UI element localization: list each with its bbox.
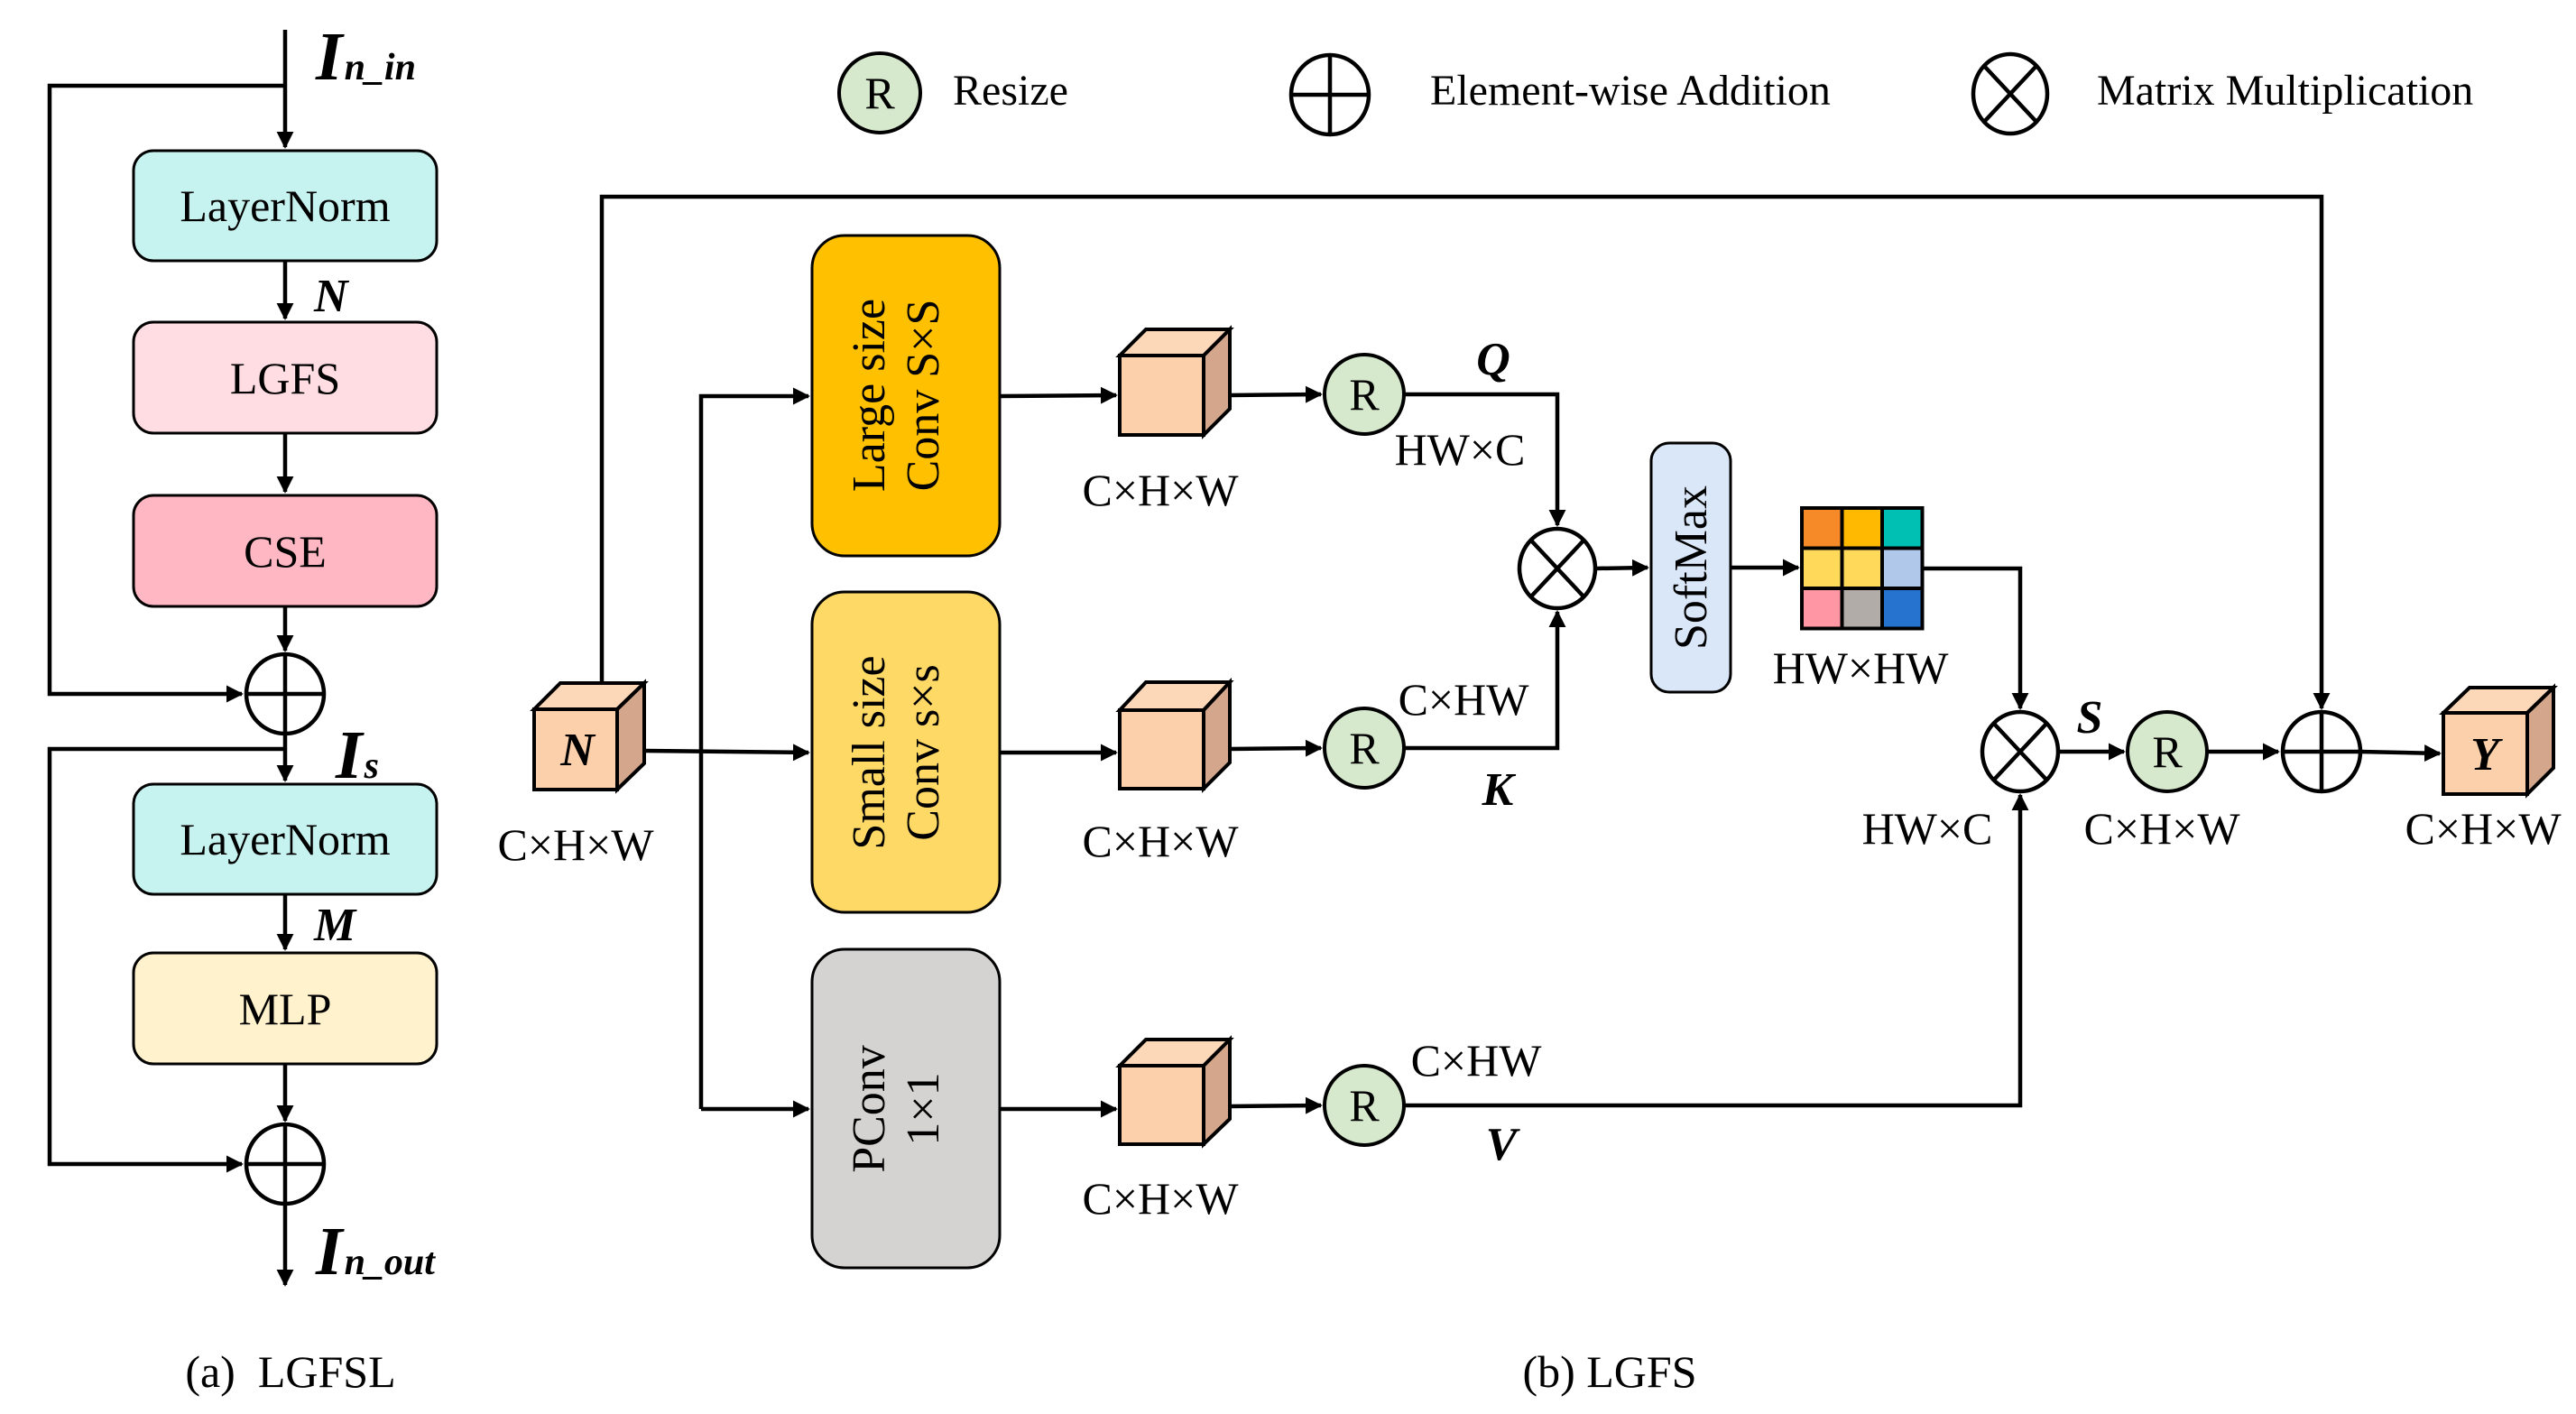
- legend-addition-label: Element-wise Addition: [1430, 67, 1831, 115]
- legend-multiplication-label: Matrix Multiplication: [2097, 67, 2473, 115]
- panel-a-lgfsl: In_in LayerNorm N LGFS CSE Is LayerNorm …: [47, 19, 439, 1397]
- matrix-multiplication-icon: [1971, 51, 2050, 136]
- split-to-large-arrow: [698, 387, 810, 1109]
- k-shape-label: C×HW: [1399, 674, 1530, 725]
- attention-map-cell: [1840, 546, 1884, 590]
- resize-v-symbol: R: [1349, 1080, 1380, 1131]
- branch-small-conv-line1: Small size: [844, 655, 895, 849]
- var-v-label: V: [1486, 1119, 1521, 1170]
- attention-map-cell: [1840, 587, 1884, 631]
- element-wise-addition-icon: [244, 1122, 327, 1206]
- add-to-output-arrow: [2359, 744, 2442, 762]
- branch-large-conv-line1: Large size: [844, 299, 895, 492]
- resize-out-dims: C×H×W: [2083, 803, 2240, 854]
- branch-pconv: PConv 1×1: [810, 947, 1002, 1270]
- panel-b-lgfs: N C×H×W Large size Conv S×S Small size C…: [497, 194, 2562, 1397]
- cube-to-resize-q-arrow: [1229, 385, 1323, 403]
- element-wise-addition-icon: [2280, 709, 2363, 794]
- v-to-matmul-arrow: [1404, 793, 2029, 1108]
- v-shape-label: C×HW: [1411, 1035, 1543, 1086]
- attention-map-label: HW×HW: [1773, 642, 1950, 693]
- resize-k-symbol: R: [1349, 723, 1380, 773]
- resize-icon-symbol: R: [864, 68, 895, 118]
- global-skip-connection: [599, 194, 2331, 710]
- resize-icon: [837, 51, 922, 134]
- attention-map-cell: [1880, 587, 1925, 631]
- attention-map-cell: [1800, 506, 1844, 550]
- cube-to-resize-k-arrow: [1229, 739, 1323, 757]
- cube-to-resize-v-arrow: [1229, 1096, 1323, 1114]
- matmul2-shape-label: HW×C: [1862, 803, 1993, 854]
- feature-cube-large: [1115, 325, 1234, 439]
- legend-resize-label: Resize: [953, 67, 1068, 115]
- large-to-cube-arrow: [999, 386, 1118, 404]
- input-feature-cube: N: [530, 679, 649, 794]
- output-label: In_out: [315, 1214, 436, 1289]
- resize-out-symbol: R: [2152, 726, 2183, 777]
- block-layernorm-2-label: LayerNorm: [180, 814, 390, 864]
- attention-map-cell: [1800, 546, 1844, 590]
- resize-out: R: [2126, 710, 2209, 793]
- element-wise-addition-icon: [244, 652, 327, 736]
- k-to-matmul-arrow: [1404, 610, 1566, 751]
- legend-resize: R Resize: [837, 51, 1068, 134]
- attention-map-cell: [1800, 587, 1844, 631]
- var-n-label: N: [313, 271, 350, 322]
- var-m-label: M: [313, 900, 357, 951]
- branch-small-conv: Small size Conv s×s: [810, 590, 1002, 914]
- block-cse-label: CSE: [244, 526, 327, 577]
- panel-b-caption: (b) LGFS: [1522, 1346, 1696, 1397]
- var-k-label: K: [1482, 764, 1517, 816]
- q-shape-label: HW×C: [1395, 424, 1526, 475]
- intermediate-label: Is: [335, 717, 379, 793]
- attention-map: [1800, 506, 1925, 631]
- block-mlp-label: MLP: [239, 984, 332, 1034]
- input-to-small-arrow: [643, 744, 810, 762]
- output-feature-cube: Υ: [2439, 683, 2558, 799]
- cube-pconv-dims: C×H×W: [1082, 1173, 1239, 1224]
- element-wise-addition-icon: [1288, 52, 1371, 137]
- resize-q: R: [1323, 353, 1406, 436]
- output-cube-label: Υ: [2470, 729, 2503, 781]
- residual-connection-2: [47, 746, 285, 1173]
- branch-small-conv-line2: Conv s×s: [898, 664, 949, 840]
- legend-multiplication: Matrix Multiplication: [1971, 51, 2473, 136]
- panel-a-caption: (a) LGFSL: [185, 1346, 395, 1397]
- resize-q-symbol: R: [1349, 369, 1380, 420]
- block-layernorm-1-label: LayerNorm: [180, 180, 390, 231]
- softmax-block: SoftMax: [1649, 441, 1732, 694]
- block-lgfs-label: LGFS: [230, 353, 340, 403]
- residual-connection-1: [47, 83, 285, 703]
- cube-large-dims: C×H×W: [1082, 465, 1239, 515]
- legend: R Resize Element-wise Addition Matrix Mu…: [837, 51, 2473, 137]
- branch-pconv-line2: 1×1: [898, 1072, 949, 1145]
- softmax-label: SoftMax: [1666, 485, 1717, 650]
- map-to-matmul-arrow: [1923, 566, 2029, 710]
- feature-cube-pconv: [1115, 1035, 1234, 1149]
- var-s-label: S: [2077, 692, 2103, 744]
- resize-k: R: [1323, 707, 1406, 790]
- matrix-multiplication-icon: [1517, 526, 1598, 611]
- q-to-matmul-arrow: [1404, 392, 1566, 527]
- input-cube-dims: C×H×W: [497, 819, 654, 870]
- attention-map-cell: [1880, 546, 1925, 590]
- branch-pconv-line1: PConv: [844, 1045, 895, 1173]
- input-cube-label: N: [559, 725, 596, 776]
- feature-cube-small: [1115, 677, 1234, 793]
- attention-map-cell: [1880, 506, 1925, 550]
- branch-large-conv-line2: Conv S×S: [898, 300, 949, 492]
- branch-large-conv: Large size Conv S×S: [810, 234, 1002, 558]
- var-q-label: Q: [1476, 334, 1510, 385]
- cube-small-dims: C×H×W: [1082, 816, 1239, 866]
- output-cube-dims: C×H×W: [2405, 803, 2562, 854]
- attention-map-cell: [1840, 506, 1884, 550]
- matrix-multiplication-icon: [1980, 709, 2061, 794]
- input-label: In_in: [315, 19, 416, 95]
- resize-v: R: [1323, 1064, 1406, 1147]
- legend-addition: Element-wise Addition: [1288, 52, 1831, 137]
